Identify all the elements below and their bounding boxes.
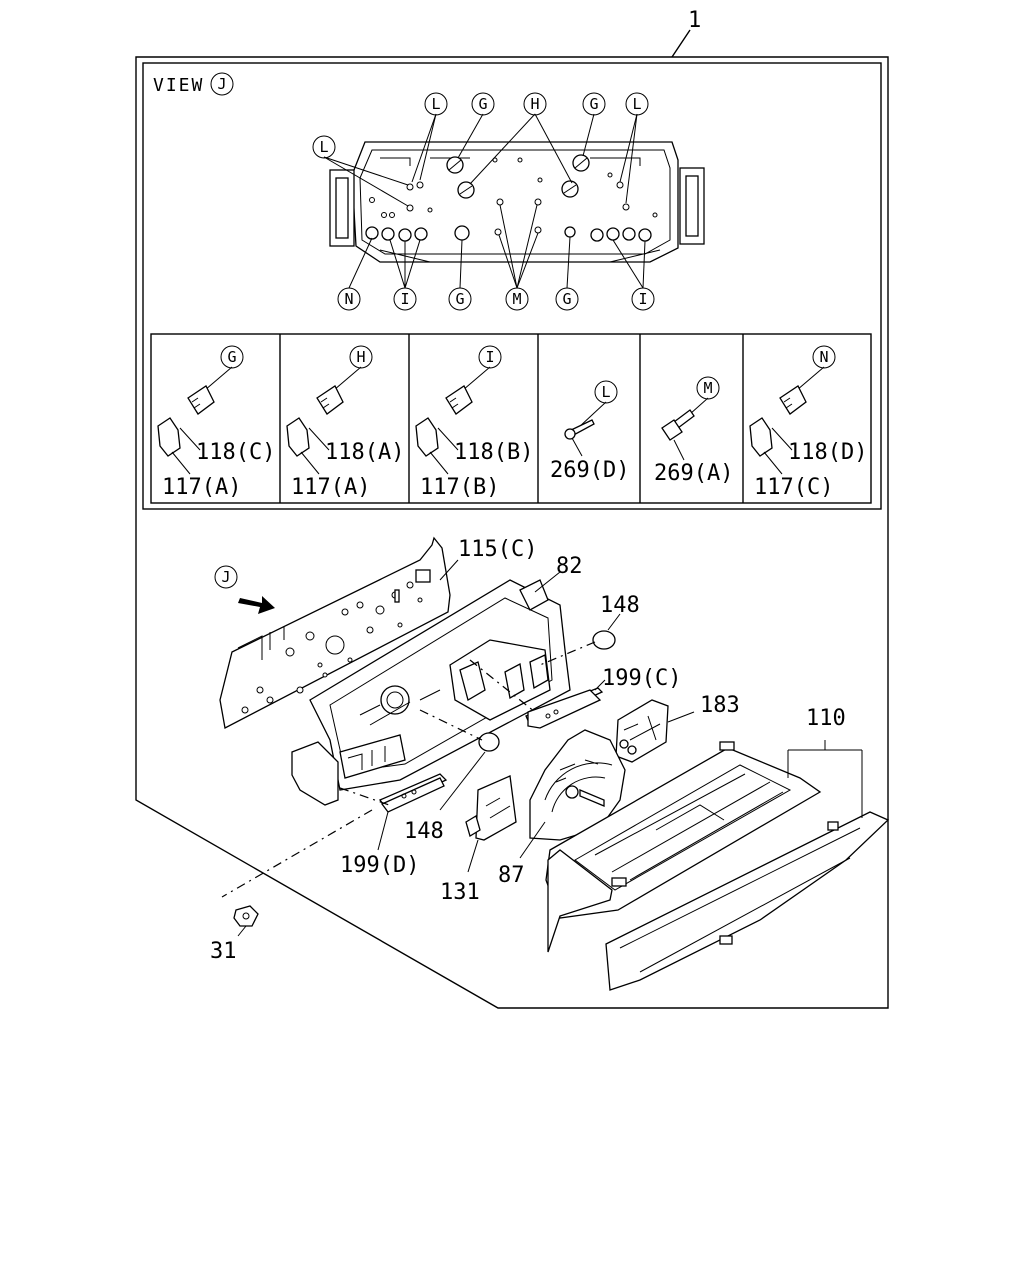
- meter-case-82: 82: [291, 554, 583, 806]
- lens-148-upper: 148: [539, 593, 640, 666]
- callout-N-1: N: [344, 290, 353, 308]
- detail-I-socket: 117(B): [420, 475, 499, 500]
- circuit-board-rear-view: [329, 141, 705, 263]
- view-callouts: L G H G L L N I G M G I: [312, 92, 655, 311]
- detail-H-letter: H: [356, 348, 365, 366]
- detail-N-letter: N: [819, 348, 828, 366]
- printed-circuit-115c: 115(C): [219, 536, 537, 729]
- assembly-frame: 1: [135, 8, 889, 1009]
- detail-G-socket: 117(A): [162, 475, 241, 500]
- detail-I: I 118(B) 117(B): [415, 345, 533, 500]
- plate-199c: 199(C): [469, 659, 681, 729]
- label-110: 110: [806, 706, 846, 731]
- lens-hood-110: 110: [545, 706, 890, 991]
- label-131: 131: [440, 880, 480, 905]
- detail-I-bulb: 118(B): [454, 440, 533, 465]
- ref-1-label: 1: [688, 8, 701, 33]
- callout-I-2: I: [638, 290, 647, 308]
- label-148-upper: 148: [600, 593, 640, 618]
- detail-H: H 118(A) 117(A): [286, 345, 404, 500]
- callout-M-1: M: [512, 290, 521, 308]
- dial-87: 87: [498, 729, 626, 888]
- label-183: 183: [700, 693, 740, 718]
- screw-31: 31: [210, 809, 373, 964]
- label-199c: 199(C): [602, 666, 681, 691]
- detail-N-socket: 117(C): [754, 475, 833, 500]
- detail-M-letter: M: [703, 379, 712, 397]
- part-183: 183: [615, 693, 740, 763]
- view-j-arrow-letter: J: [221, 568, 230, 586]
- label-87: 87: [498, 863, 525, 888]
- exploded-view: J 115(C): [210, 536, 890, 991]
- detail-strip: [150, 333, 872, 504]
- detail-G-letter: G: [227, 348, 236, 366]
- label-31: 31: [210, 939, 237, 964]
- view-title: VIEW: [153, 75, 204, 96]
- callout-L-2: L: [632, 95, 641, 113]
- callout-G-1: G: [478, 95, 487, 113]
- detail-H-socket: 117(A): [291, 475, 370, 500]
- detail-I-letter: I: [485, 348, 494, 366]
- plate-199d: 199(D): [339, 773, 448, 878]
- callout-G-2: G: [589, 95, 598, 113]
- view-leaders: [323, 113, 646, 289]
- detail-M: M 269(A): [654, 376, 733, 486]
- detail-M-screw: 269(A): [654, 461, 733, 486]
- part-131: 131: [440, 775, 517, 905]
- detail-H-bulb: 118(A): [325, 440, 404, 465]
- label-82: 82: [556, 554, 583, 579]
- label-148-lower: 148: [404, 819, 444, 844]
- detail-L-screw: 269(D): [550, 458, 629, 483]
- view-j-box: VIEW J: [142, 62, 882, 510]
- callout-G-4: G: [562, 290, 571, 308]
- callout-H-1: H: [530, 95, 539, 113]
- detail-G-bulb: 118(C): [196, 440, 275, 465]
- callout-G-3: G: [455, 290, 464, 308]
- detail-L: L 269(D): [550, 380, 629, 483]
- view-direction-arrow-icon: [238, 596, 275, 614]
- view-letter: J: [217, 75, 226, 93]
- detail-G: G 118(C) 117(A): [157, 345, 275, 500]
- detail-N-bulb: 118(D): [788, 440, 867, 465]
- callout-L-3: L: [319, 138, 328, 156]
- detail-N: N 118(D) 117(C): [749, 345, 867, 500]
- callout-L-1: L: [431, 95, 440, 113]
- lens-148-lower: 148: [404, 709, 500, 844]
- label-199d: 199(D): [340, 853, 419, 878]
- detail-L-letter: L: [601, 383, 610, 401]
- label-115c: 115(C): [458, 537, 537, 562]
- callout-I-1: I: [400, 290, 409, 308]
